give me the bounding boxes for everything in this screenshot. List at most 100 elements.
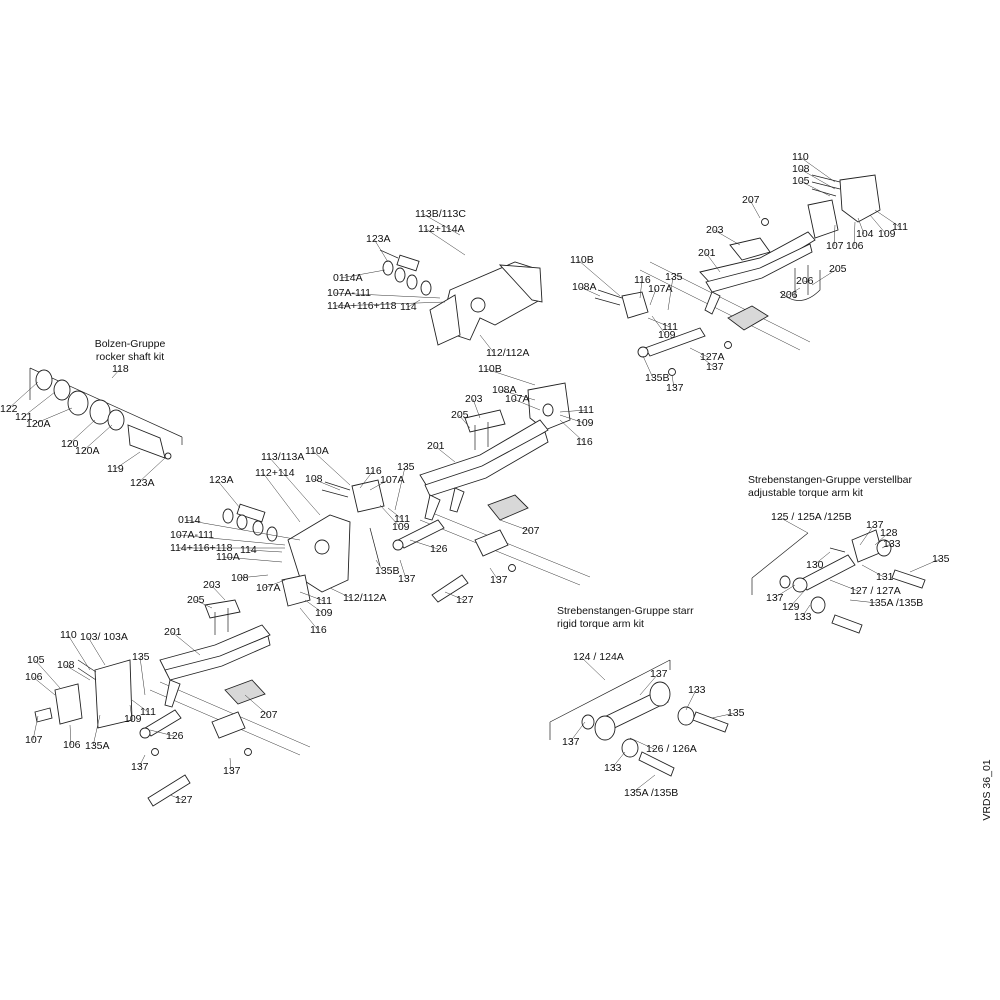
leader-line <box>801 604 811 618</box>
part-number-label: 114 <box>400 301 417 313</box>
leader-line <box>312 450 351 486</box>
leader-line <box>580 656 606 681</box>
leader-line <box>149 729 175 737</box>
washer <box>222 508 234 524</box>
leader-line <box>244 694 269 716</box>
leader-line <box>407 299 421 308</box>
leader-line <box>881 543 892 549</box>
leader-line <box>375 559 384 572</box>
part-number-label: 207 <box>260 709 278 721</box>
part-number-label: 107A <box>648 283 673 295</box>
bushing <box>67 390 89 416</box>
leader-line <box>32 715 39 741</box>
part-number-label: 111 <box>578 404 594 416</box>
axle-seat <box>727 305 769 331</box>
hanger-bracket <box>839 174 881 223</box>
leader-line <box>425 228 466 256</box>
part-number-label: 107A <box>380 474 405 486</box>
bolt <box>77 659 97 673</box>
bolt <box>891 569 926 589</box>
part-number-label: 111 <box>394 513 410 525</box>
leader-line <box>409 539 439 550</box>
bolt <box>379 249 399 259</box>
part-number-label: 106 <box>25 671 43 683</box>
leader-line <box>68 419 96 445</box>
part-number-label: 135 <box>397 461 415 473</box>
rocker-shaft-kit <box>29 367 183 460</box>
assembly-group-3 <box>222 382 591 607</box>
leader-line <box>773 584 796 599</box>
washer <box>236 514 248 530</box>
leader-line <box>569 721 586 743</box>
part-number-label: 135 <box>932 553 950 565</box>
leader-line <box>299 607 319 631</box>
part-number-label: 106 <box>846 240 864 252</box>
leader-line <box>194 599 213 609</box>
leader-line <box>458 414 471 429</box>
assembly-group-4 <box>34 599 311 807</box>
hanger-side <box>429 294 461 346</box>
shaft-bore <box>470 297 486 313</box>
part-number-label: 108A <box>492 384 517 396</box>
leader-line <box>749 199 761 219</box>
spring-seat <box>464 409 506 433</box>
arm-bushing <box>637 346 649 358</box>
rigid-kit-title-en: rigid torque arm kit <box>557 618 644 630</box>
part-number-label: 124 / 124A <box>573 651 624 663</box>
spring-eye <box>704 291 721 315</box>
leader-line <box>22 391 56 418</box>
part-number-label: 112/112A <box>343 592 386 604</box>
u-bolt <box>779 270 821 301</box>
bushing <box>406 274 418 290</box>
part-number-label: 137 <box>223 765 241 777</box>
leader-line <box>87 636 106 666</box>
part-number-label: 110A <box>216 551 240 563</box>
axle-line <box>419 519 581 586</box>
rigid-kit-title-de: Strebenstangen-Gruppe starr <box>557 605 694 617</box>
leader-line <box>137 457 166 484</box>
part-number-label: 127 / 127A <box>850 585 901 597</box>
part-number-label: 205 <box>187 594 205 606</box>
leader-line <box>69 724 72 746</box>
part-number-label: 106 <box>63 739 81 751</box>
shaft <box>236 503 266 523</box>
leader-line <box>171 631 201 656</box>
leader-line <box>131 699 149 713</box>
leader-line <box>577 259 621 297</box>
leader-line <box>177 534 286 546</box>
part-number-label: 116 <box>634 274 651 286</box>
bushing <box>876 539 892 557</box>
leader-line <box>67 634 91 671</box>
part-number-label: 103/ 103A <box>80 631 128 643</box>
bushing <box>542 403 554 417</box>
part-number-label: 120A <box>26 418 51 430</box>
part-number-label: 105 <box>792 175 810 187</box>
leader-line <box>787 287 801 296</box>
part-number-label: 120 <box>61 438 79 450</box>
leader-line <box>139 656 146 696</box>
torque-arm <box>644 327 706 357</box>
axle-line <box>649 261 811 343</box>
leader-line <box>512 398 541 411</box>
axle-clamp <box>474 529 509 557</box>
leader-line <box>689 347 709 358</box>
assembly-group-2 <box>379 249 543 346</box>
leader-line <box>334 301 446 307</box>
bushing <box>420 280 432 296</box>
part-number-label: 135B <box>645 372 670 384</box>
leader-line <box>711 712 736 719</box>
part-number-label: 107 <box>826 240 844 252</box>
kit-bracket <box>549 659 671 740</box>
arm-eye <box>594 715 616 741</box>
leader-line <box>611 751 626 769</box>
lower-bracket <box>281 574 311 607</box>
axle-seat <box>224 679 266 705</box>
part-number-label: 112+114A <box>418 223 465 235</box>
part-number-label: 203 <box>706 224 724 236</box>
washer <box>382 260 394 276</box>
leader-line <box>32 676 56 696</box>
leader-line <box>262 472 301 523</box>
adjustable-torque-arm-kit <box>751 529 926 634</box>
part-number-label: 112/112A <box>486 347 529 359</box>
